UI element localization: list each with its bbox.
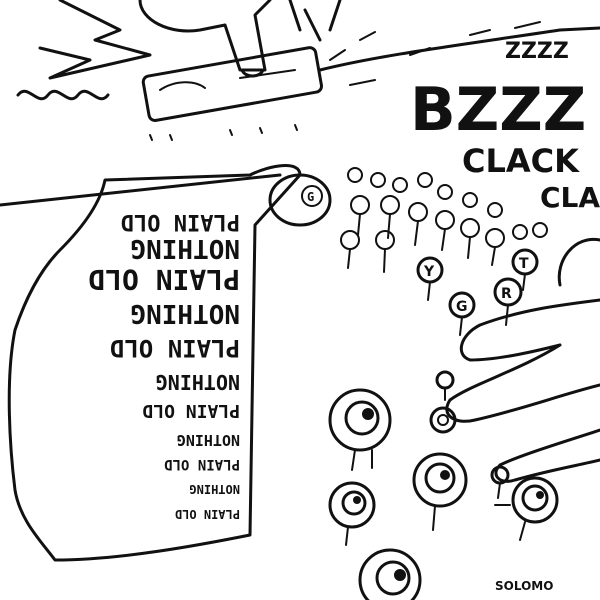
paper-line: NOTHING — [156, 370, 240, 394]
clack-sound: CLACK — [462, 142, 580, 180]
zzz-sound: ZZZZ — [505, 39, 569, 64]
paper-line: PLAIN OLD — [142, 400, 240, 421]
typing-hand — [445, 237, 600, 483]
horizon-line — [0, 26, 600, 207]
clack-sound-2: CLA — [540, 181, 600, 214]
key-y-label: Y — [423, 264, 435, 280]
paper-text-group: PLAIN OLD NOTHING PLAIN OLD NOTHING PLAI… — [88, 209, 240, 521]
paper-line: PLAIN OLD — [175, 507, 240, 521]
lightning-bolt — [38, 0, 152, 80]
bzz-sound: BZZZ — [410, 75, 586, 145]
finger-hand — [138, 0, 272, 72]
paper-line: NOTHING — [177, 431, 240, 449]
eyeball-key — [328, 481, 376, 529]
grass-strokes — [329, 21, 541, 86]
buzzer-detail — [159, 69, 296, 91]
lettered-keys: Y T R G — [416, 248, 539, 336]
paper-line: PLAIN OLD — [88, 263, 240, 296]
paper-line: NOTHING — [130, 233, 240, 263]
roller-knob — [301, 185, 323, 207]
eyeball-keys — [328, 370, 559, 600]
eyeball-key — [328, 388, 392, 452]
roller-letter: G — [307, 190, 314, 204]
small-keys — [340, 167, 548, 273]
paper-line: NOTHING — [189, 482, 240, 496]
paper-line: PLAIN OLD — [110, 334, 240, 362]
artist-signature: SOLOMO — [495, 579, 553, 593]
key-r-label: R — [501, 286, 512, 302]
buzzer-button — [141, 46, 324, 122]
paper-sheet — [7, 164, 302, 562]
paper-roll — [268, 173, 332, 227]
motion-dashes — [149, 124, 298, 141]
key-t-label: T — [519, 256, 529, 272]
wavy-line-left — [16, 89, 110, 101]
eyeball-key — [511, 476, 559, 524]
key-g-label: G — [456, 299, 468, 315]
eyeball-key — [358, 548, 422, 600]
paper-line: PLAIN OLD — [164, 456, 240, 472]
paper-line: PLAIN OLD — [121, 209, 240, 234]
spark-lines — [288, 0, 342, 42]
paper-line: NOTHING — [130, 298, 240, 328]
eyeball-key — [412, 452, 468, 508]
